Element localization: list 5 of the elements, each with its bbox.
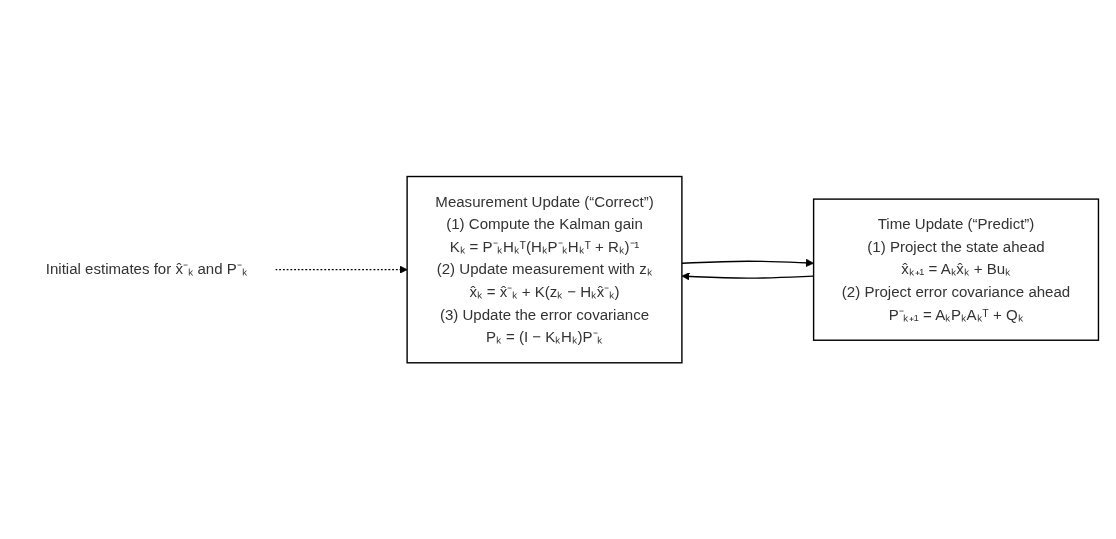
node-text: Initial estimates for x̂⁻ₖ and P⁻ₖ: [45, 261, 248, 278]
arrow: [681, 258, 814, 267]
node-box: Time Update (“Predict”) (1) Project the state ahead x̂ₖ₊₁ = Aₖx̂ₖ + Buₖ (2) Project error covariance ahead P⁻ₖ₊₁ = AₖPₖAₖᵀ + Qₖ: [812, 198, 1100, 341]
arrow: [274, 265, 408, 274]
node-box: Measurement Update (“Correct”) (1) Compute the Kalman gain Kₖ = P⁻ₖHₖᵀ(HₖP⁻ₖHₖᵀ + Rₖ)⁻¹ (2) Update measurement with zₖ x̂ₖ = x̂⁻ₖ + K(zₖ − Hₖx̂⁻ₖ) (3) Update the error covariance Pₖ = (I − KₖHₖ)P⁻ₖ: [406, 175, 683, 364]
